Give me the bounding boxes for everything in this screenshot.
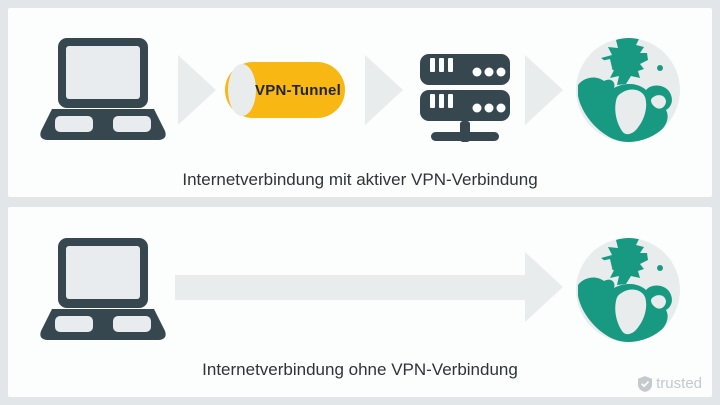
laptop-icon — [38, 38, 168, 142]
trusted-label: trusted — [656, 375, 702, 392]
long-arrow-head-icon — [525, 252, 563, 322]
server-icon — [420, 48, 510, 144]
caption-with-vpn: Internetverbindung mit aktiver VPN-Verbi… — [182, 170, 538, 189]
long-arrow-shaft — [175, 275, 525, 300]
panel-without-vpn: Internetverbindung ohne VPN-Verbindung t… — [8, 207, 712, 397]
tunnel-opening-icon — [228, 64, 256, 116]
globe-icon — [576, 238, 680, 342]
vpn-tunnel-label: VPN-Tunnel — [255, 81, 341, 99]
vpn-tunnel: VPN-Tunnel — [225, 62, 345, 118]
arrow-right-icon — [525, 55, 563, 125]
shield-check-icon — [638, 376, 652, 392]
laptop-icon — [38, 238, 168, 342]
panel-with-vpn: VPN-Tunnel Internetverbindung mit aktive… — [8, 8, 712, 197]
globe-icon — [576, 38, 680, 142]
caption-without-vpn: Internetverbindung ohne VPN-Verbindung — [202, 360, 518, 379]
arrow-right-icon — [365, 55, 403, 125]
arrow-right-icon — [178, 55, 216, 125]
trusted-watermark: trusted — [638, 375, 702, 392]
